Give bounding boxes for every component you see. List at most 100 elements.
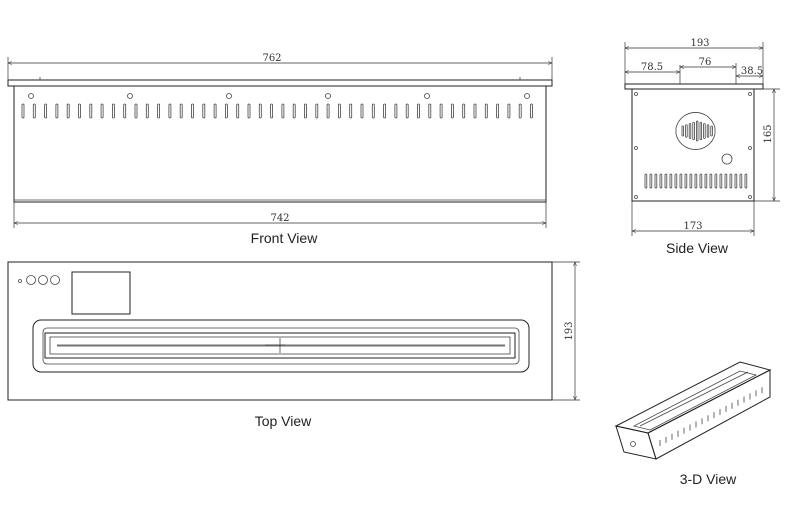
vent-slot bbox=[699, 173, 703, 189]
grille-slot bbox=[710, 125, 713, 137]
vent-slot bbox=[145, 103, 149, 119]
top-depth-dimension: 193 bbox=[552, 261, 580, 401]
vent-slot bbox=[66, 103, 70, 119]
vent-slot bbox=[304, 103, 307, 119]
grille-slot bbox=[681, 125, 685, 137]
side-middle-offset-label: 76 bbox=[699, 57, 712, 68]
front-top-dimension: 762 bbox=[7, 53, 553, 80]
vent-slot bbox=[450, 103, 454, 119]
vent-slot bbox=[724, 173, 728, 189]
front-screw-holes bbox=[28, 93, 530, 99]
vent-slot bbox=[213, 103, 217, 119]
side-view: 193 78.5 76 38.5 bbox=[624, 38, 780, 256]
vent-slot bbox=[744, 173, 748, 189]
vent-slot bbox=[258, 103, 262, 119]
front-vent-slots bbox=[21, 103, 533, 119]
iso-view-caption: 3-D View bbox=[680, 471, 737, 487]
vent-slot bbox=[315, 103, 319, 119]
side-grille bbox=[675, 112, 716, 150]
vent-slot bbox=[78, 103, 81, 119]
vent-slot bbox=[496, 103, 500, 119]
vent-slot bbox=[100, 103, 104, 119]
vent-slot bbox=[179, 103, 183, 119]
top-burner-slot bbox=[44, 332, 516, 359]
vent-slot bbox=[405, 103, 409, 119]
side-bottom-dimension: 173 bbox=[631, 201, 755, 236]
vent-slot bbox=[484, 103, 488, 119]
vent-slot bbox=[236, 103, 240, 119]
vent-slot bbox=[719, 173, 723, 189]
vent-slot bbox=[694, 173, 698, 189]
vent-slot bbox=[674, 173, 678, 189]
front-bottom-width-label: 742 bbox=[270, 213, 289, 224]
front-top-width-label: 762 bbox=[262, 53, 281, 64]
side-vent-slots bbox=[644, 173, 748, 189]
vent-slot bbox=[281, 103, 285, 119]
vent-slot bbox=[659, 173, 663, 189]
grille-slot bbox=[699, 121, 703, 141]
vent-slot bbox=[664, 173, 668, 189]
vent-slot bbox=[518, 103, 522, 119]
vent-slot bbox=[689, 173, 693, 189]
vent-slot bbox=[32, 103, 36, 119]
vent-slot bbox=[669, 173, 673, 189]
vent-slot bbox=[644, 173, 648, 189]
vent-slot bbox=[337, 103, 341, 119]
vent-slot bbox=[224, 103, 228, 119]
grille-slot bbox=[696, 120, 699, 142]
grille-slot bbox=[703, 123, 706, 139]
grille-slot bbox=[692, 121, 695, 141]
iso-front-face bbox=[647, 369, 771, 460]
vent-slot bbox=[202, 103, 206, 119]
vent-slot bbox=[349, 103, 353, 119]
top-view-caption: Top View bbox=[255, 413, 312, 429]
vent-slot bbox=[649, 173, 653, 189]
vent-slot bbox=[326, 103, 330, 119]
front-view-caption: Front View bbox=[251, 230, 319, 246]
vent-slot bbox=[417, 103, 420, 119]
vent-slot bbox=[191, 103, 194, 119]
vent-slot bbox=[654, 173, 658, 189]
top-control-box bbox=[71, 271, 131, 315]
grille-slot bbox=[685, 124, 688, 138]
front-top-flange bbox=[7, 79, 553, 87]
iso-side-face bbox=[615, 425, 657, 460]
vent-slot bbox=[371, 103, 375, 119]
vent-slot bbox=[247, 103, 251, 119]
top-depth-label: 193 bbox=[564, 321, 575, 340]
vent-slot bbox=[507, 103, 511, 119]
iso-view: 3-D View bbox=[614, 361, 772, 487]
vent-slot bbox=[123, 103, 127, 119]
front-bottom-dimension: 742 bbox=[13, 202, 547, 228]
side-bottom-width-label: 173 bbox=[683, 221, 702, 232]
vent-slot bbox=[709, 173, 713, 189]
front-body bbox=[13, 85, 547, 203]
side-height-dimension: 165 bbox=[754, 88, 780, 202]
vent-slot bbox=[679, 173, 683, 189]
vent-slot bbox=[134, 103, 138, 119]
vent-slot bbox=[714, 173, 718, 189]
vent-slot bbox=[739, 173, 743, 189]
vent-slot bbox=[44, 103, 47, 119]
vent-slot bbox=[89, 103, 93, 119]
grille-slot bbox=[688, 123, 692, 139]
side-body bbox=[631, 88, 755, 202]
side-port-hole bbox=[721, 153, 733, 165]
vent-slot bbox=[462, 103, 466, 119]
vent-slot bbox=[530, 103, 533, 119]
vent-slot bbox=[168, 103, 172, 119]
side-left-offset-label: 78.5 bbox=[641, 62, 663, 73]
side-right-offset-label: 38.5 bbox=[741, 66, 763, 77]
side-top-flange bbox=[624, 83, 764, 90]
top-control-buttons bbox=[18, 275, 60, 285]
vent-slot bbox=[270, 103, 274, 119]
side-height-label: 165 bbox=[763, 124, 774, 143]
top-outer-plate bbox=[7, 261, 553, 401]
vent-slot bbox=[292, 103, 296, 119]
vent-slot bbox=[383, 103, 387, 119]
vent-slot bbox=[112, 103, 115, 119]
side-overall-dimension: 193 bbox=[624, 38, 764, 84]
front-view: 762 742 Front View bbox=[7, 53, 553, 246]
vent-slot bbox=[704, 173, 708, 189]
